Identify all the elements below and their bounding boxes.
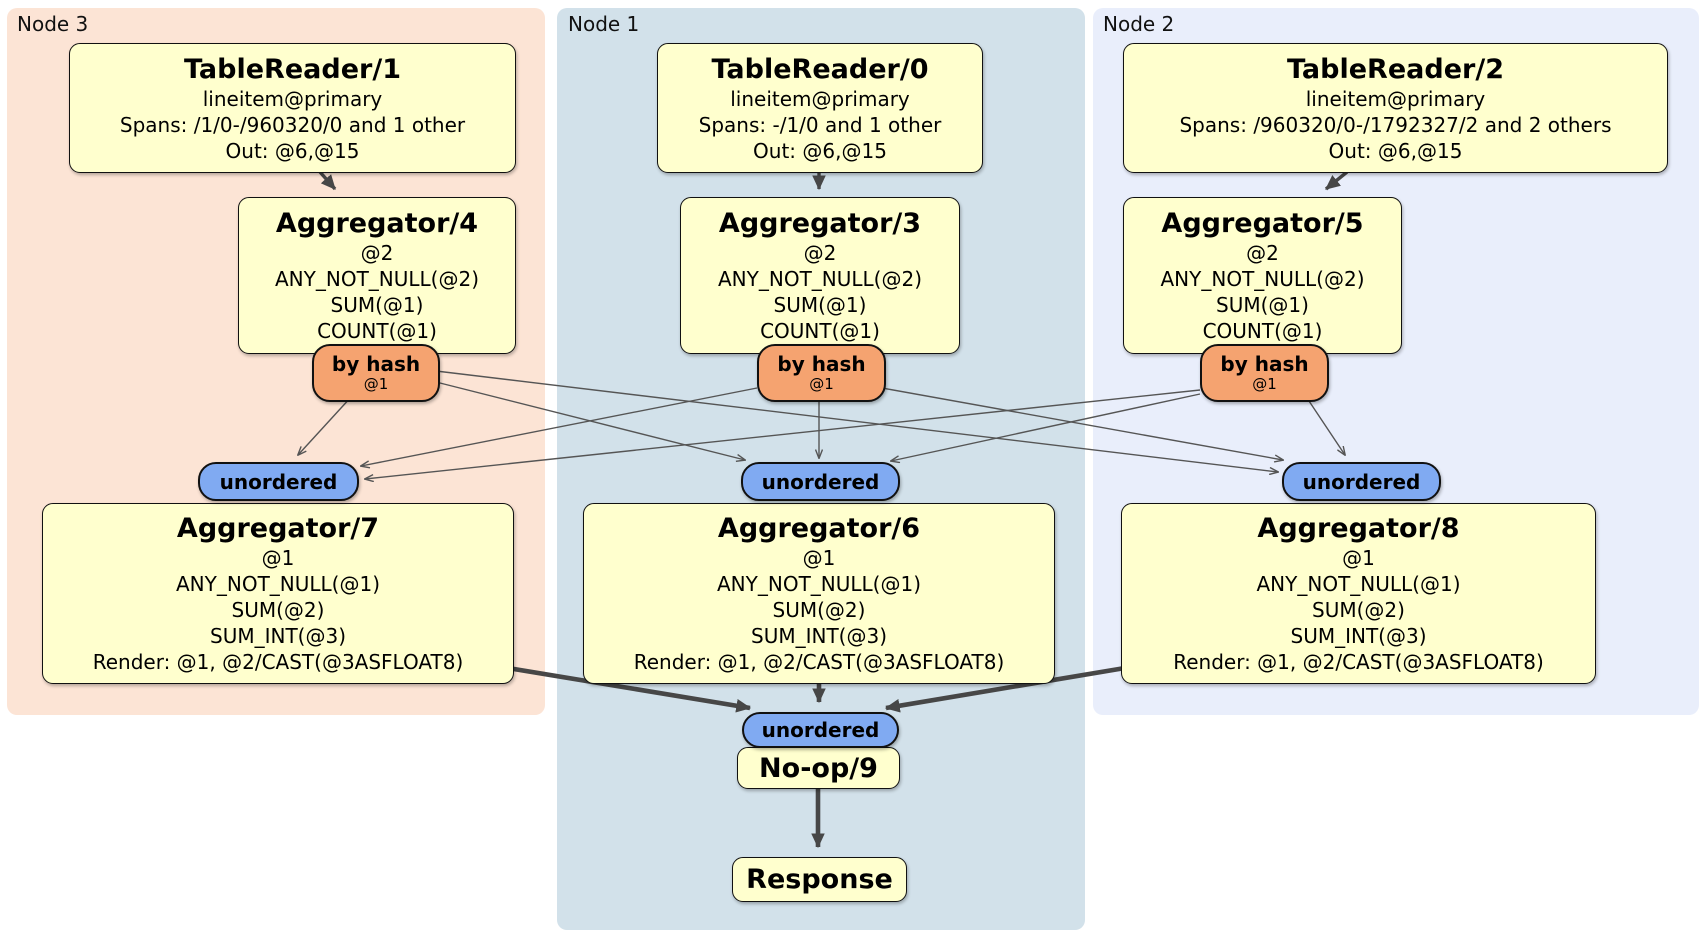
aggregator-7-title: Aggregator/7 <box>176 513 380 544</box>
response-box: Response <box>732 857 907 902</box>
aggregator-4-box: Aggregator/4 @2 ANY_NOT_NULL(@2) SUM(@1)… <box>238 197 516 354</box>
region-label-node1: Node 1 <box>568 12 640 36</box>
byhash-router-node1: by hash @1 <box>757 344 886 402</box>
unordered-sync-final: unordered <box>742 712 899 748</box>
aggregator-8-box: Aggregator/8 @1 ANY_NOT_NULL(@1) SUM(@2)… <box>1121 503 1596 684</box>
aggregator-7-box: Aggregator/7 @1 ANY_NOT_NULL(@1) SUM(@2)… <box>42 503 514 684</box>
byhash-router-node3: by hash @1 <box>312 344 440 402</box>
aggregator-6-box: Aggregator/6 @1 ANY_NOT_NULL(@1) SUM(@2)… <box>583 503 1055 684</box>
response-title: Response <box>746 864 893 895</box>
region-label-node3: Node 3 <box>17 12 89 36</box>
aggregator-8-title: Aggregator/8 <box>1257 513 1460 544</box>
unordered-sync-node3: unordered <box>198 462 359 501</box>
tablereader-1-box: TableReader/1 lineitem@primary Spans: /1… <box>69 43 516 173</box>
tablereader-0-title: TableReader/0 <box>711 53 929 85</box>
noop-9-title: No-op/9 <box>759 752 878 784</box>
tablereader-0-box: TableReader/0 lineitem@primary Spans: -/… <box>657 43 983 173</box>
aggregator-3-title: Aggregator/3 <box>718 208 922 239</box>
aggregator-3-box: Aggregator/3 @2 ANY_NOT_NULL(@2) SUM(@1)… <box>680 197 960 354</box>
tablereader-2-title: TableReader/2 <box>1287 53 1504 85</box>
byhash-router-node2: by hash @1 <box>1200 344 1329 402</box>
unordered-sync-node2: unordered <box>1282 462 1441 501</box>
aggregator-4-title: Aggregator/4 <box>275 208 479 239</box>
region-label-node2: Node 2 <box>1103 12 1175 36</box>
aggregator-5-box: Aggregator/5 @2 ANY_NOT_NULL(@2) SUM(@1)… <box>1123 197 1402 354</box>
tablereader-1-title: TableReader/1 <box>184 53 401 85</box>
aggregator-6-title: Aggregator/6 <box>717 513 921 544</box>
aggregator-5-title: Aggregator/5 <box>1161 208 1364 239</box>
noop-9-box: No-op/9 <box>737 747 900 789</box>
unordered-sync-node1: unordered <box>741 462 900 501</box>
tablereader-2-box: TableReader/2 lineitem@primary Spans: /9… <box>1123 43 1668 173</box>
